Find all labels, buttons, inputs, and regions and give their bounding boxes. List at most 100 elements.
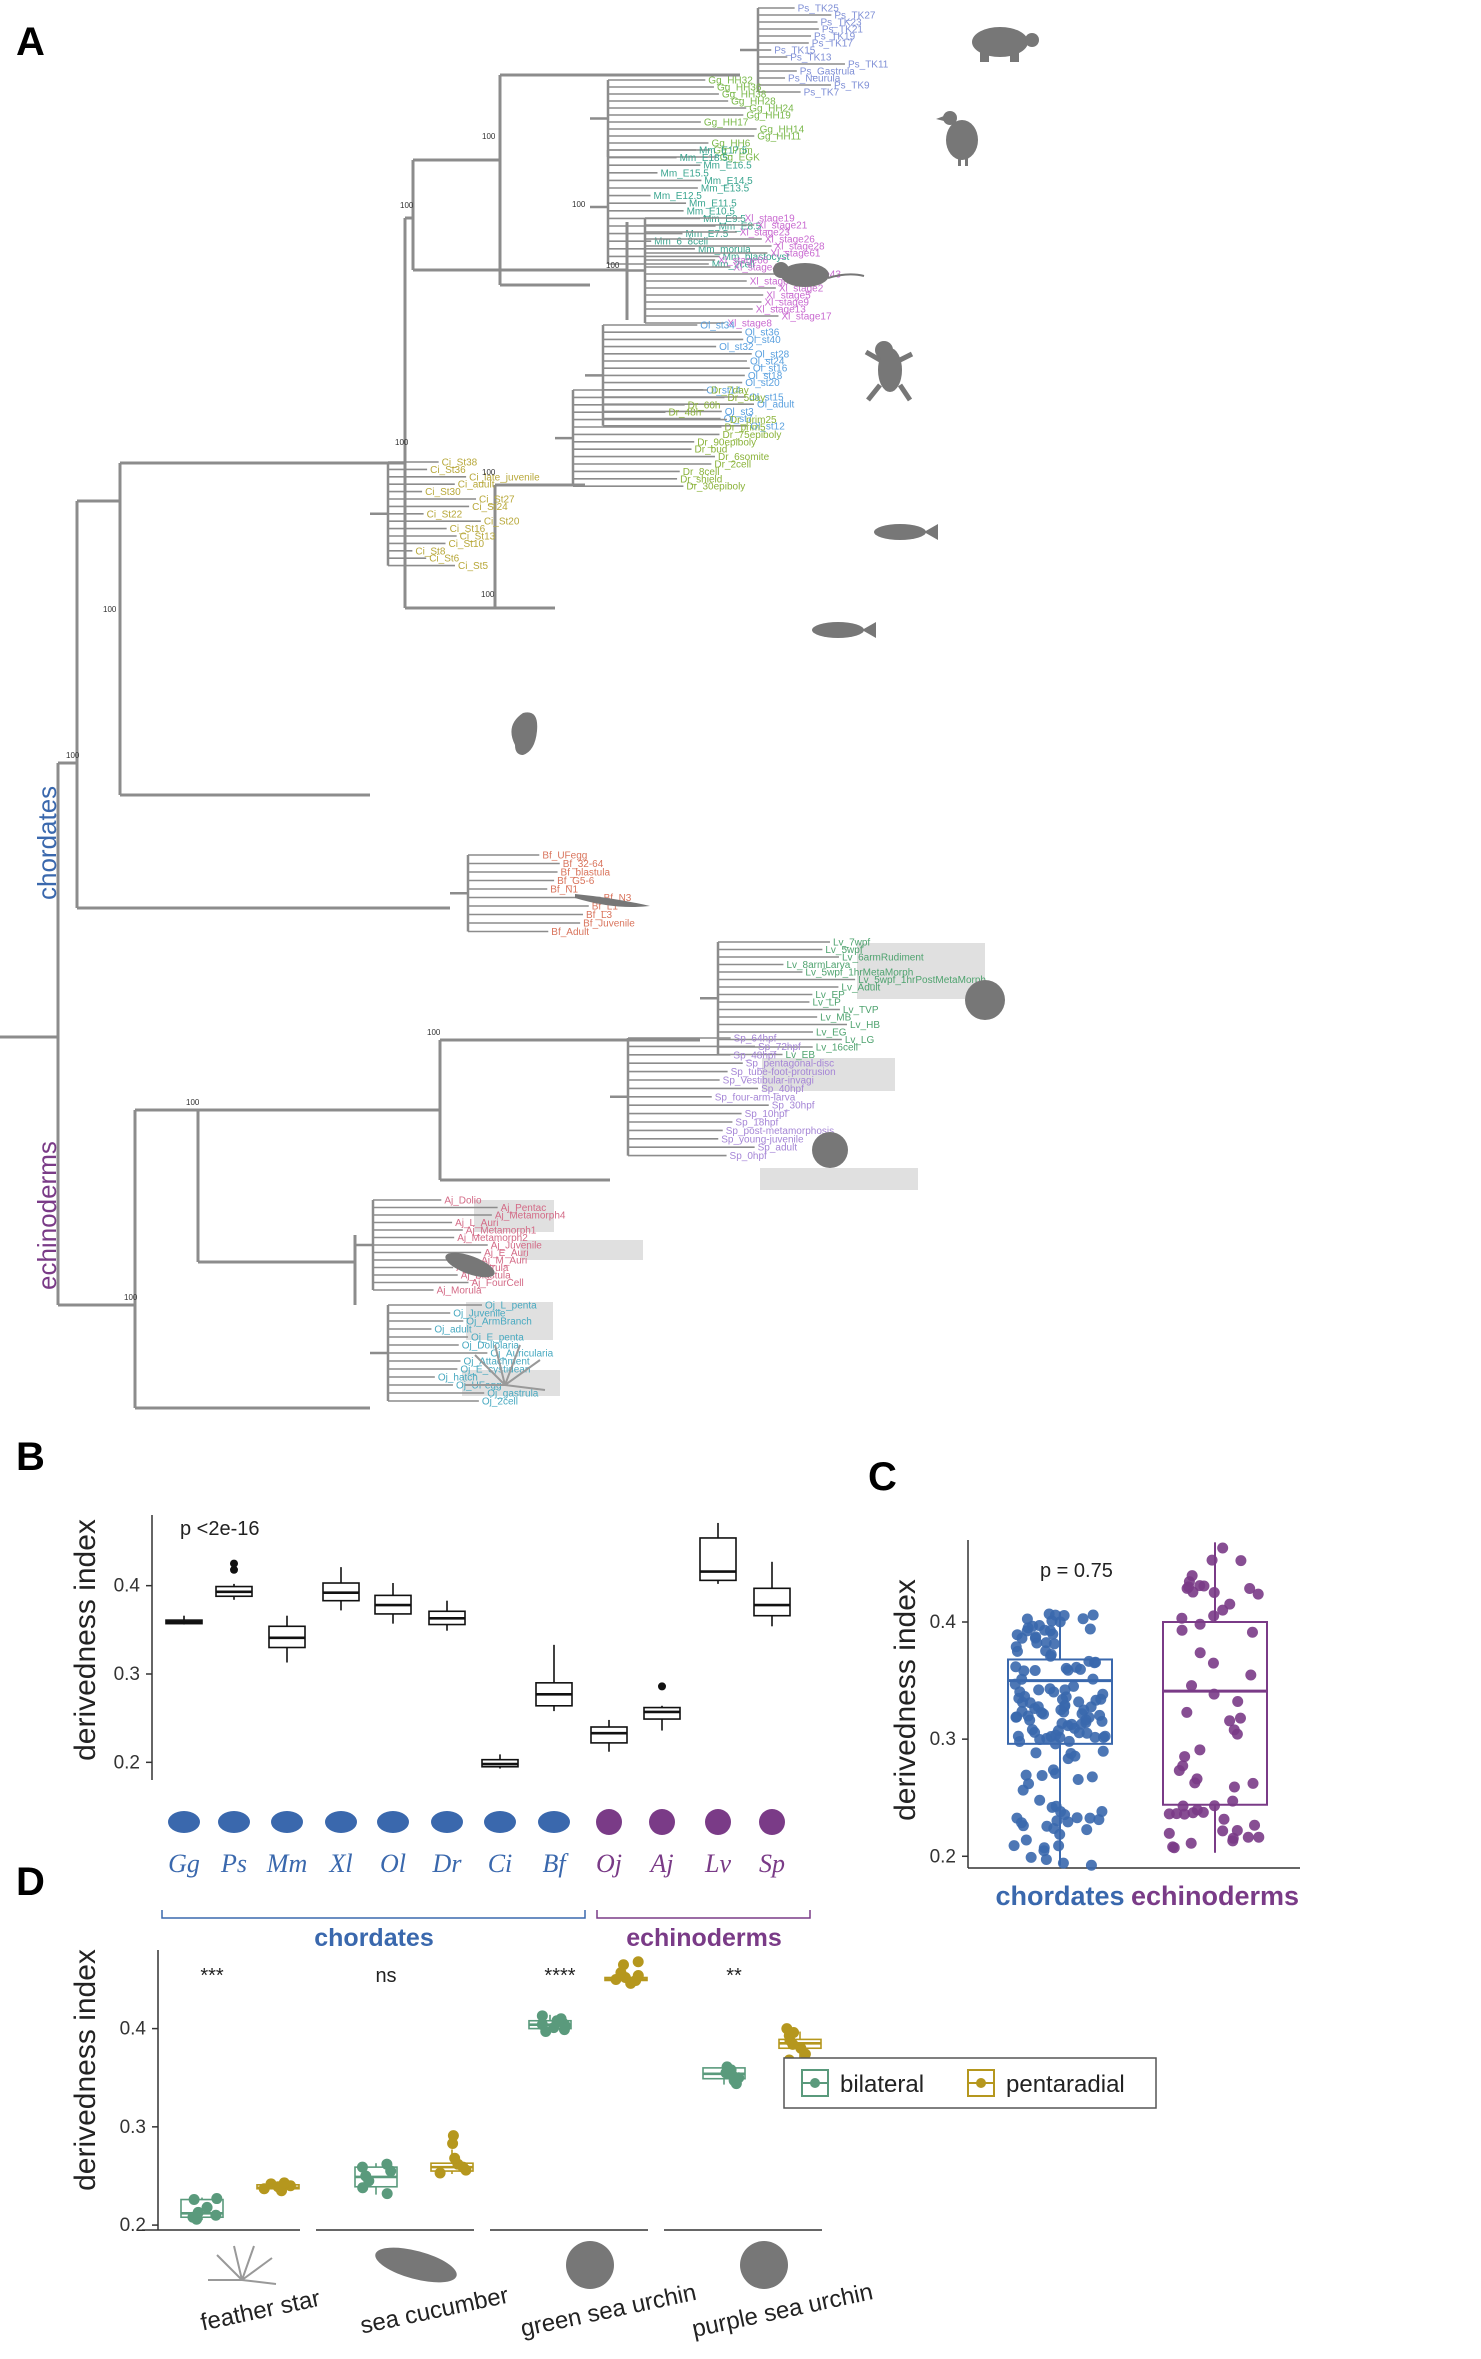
data-point [1194,1647,1206,1659]
data-point [1071,1812,1083,1824]
data-point [381,2158,393,2170]
leaf-label: Gg_HH36 [717,83,762,94]
data-point [1008,1840,1020,1852]
leaf-label: Xl_stage26 [765,235,815,246]
box-pentaradial [256,2177,300,2197]
leaf-label: Ol_st34 [700,321,735,332]
box-echinoderms [1162,1542,1268,1854]
bootstrap-label: 100 [400,201,414,210]
bootstrap-label: 100 [395,438,409,447]
leaf-label: Bf_G5-6 [557,876,595,887]
box-body [643,1706,681,1720]
leaf-label: Ol_st7 [724,414,753,425]
tree-branch-amniotes-split [405,160,415,270]
data-point [1207,1657,1219,1669]
tree-branch-olfactores [77,463,370,797]
data-point [381,2188,393,2200]
data-point [1048,1686,1060,1698]
chordates-bracket [161,1910,586,1919]
clade-xl: Xl_stage19Xl_stage21Xl_stage23Xl_stage26… [627,214,841,330]
leaf-label: Lv_5wpf_1hrPostMetaMorph [858,975,986,986]
clade-aj: Aj_DolioAj_PentacAj_Metamorph4Aj_L_AuriA… [355,1196,566,1297]
leaf-label: Dr_prim25 [730,415,777,426]
panel-c-boxes [1007,1542,1268,1871]
data-point [1189,1777,1201,1789]
leaf-label: Ci_St16 [450,524,486,535]
data-point [1235,1555,1247,1567]
leaf-label: Oj_2cell [482,1397,518,1408]
data-point [211,2193,223,2205]
data-point [1053,1840,1065,1852]
category-label: sea cucumber [358,2282,511,2340]
leaf-label: Oj_gastrula [487,1389,539,1400]
data-point [1227,1832,1239,1844]
box-lv [699,1522,737,1584]
clade-stem [355,1200,375,1290]
bootstrap-label: 100 [606,261,620,270]
panel-d-yticks: 0.20.30.4 [120,2019,158,2236]
sea-cucumber-icon [445,1252,495,1278]
ytick-label: 0.3 [120,2117,146,2138]
leaf-label: Lv_EB [786,1050,816,1061]
leaf-label: Mm_E8.5 [719,222,762,233]
ytick-label: 0.3 [930,1729,956,1750]
highlight-box [520,1240,643,1260]
amphioxus-icon [575,894,650,907]
leaf-label: Bf_Juvenile [583,919,635,930]
data-point [1234,1712,1246,1724]
leaf-label: Ol_st3 [725,407,754,418]
leaf-label: Ps_TK27 [834,11,876,22]
frog-icon [325,1811,357,1833]
leaf-label: Dr_prim5 [724,423,766,434]
box-body [753,1587,791,1617]
leaf-label: Gg_Prim [713,146,752,157]
bootstrap-label: 100 [186,1098,200,1107]
category-label: purple sea urchin [690,2278,876,2343]
data-point [1171,1808,1183,1820]
purple-sea-urchin-icon [740,2241,788,2289]
leaf-label: Mm_blastocyst [723,252,790,263]
data-point [1018,1665,1030,1677]
data-point [1186,1680,1198,1692]
leaf-label: Lv_LG [845,1035,875,1046]
data-point [1186,1570,1198,1582]
species-label: Sp [759,1849,785,1878]
species-label: Dr [432,1849,463,1878]
data-point [1062,1816,1074,1828]
leaf-label: Aj_Dolio [444,1196,482,1207]
data-point [1089,1731,1101,1743]
leaf-label: Bf_L1 [592,902,619,913]
leaf-label: Ps_TK7 [804,88,840,99]
box-body [699,1537,737,1582]
data-point [1073,1727,1085,1739]
ytick-label: 0.2 [930,1846,956,1867]
leaf-label: Oj_L_penta [485,1301,537,1312]
leaf-label: Ps_TK9 [834,81,870,92]
echinoderms-bracket [596,1910,811,1919]
leaf-label: Ol_st36 [745,328,780,339]
data-point [1017,1696,1029,1708]
bootstrap-label: 100 [66,751,80,760]
highlight-box [857,943,985,999]
bootstrap-labels: 100 100 100 100 100 100 100 100 100 100 … [66,132,620,1302]
zebrafish-icon [812,622,876,638]
bootstrap-label: 100 [572,200,586,209]
leaf-label: Xl_stage13 [756,305,806,316]
ytick-label: 0.4 [114,1576,141,1597]
panel-b-species-icons [168,1809,785,1835]
data-point [1065,1748,1077,1760]
data-point [536,2019,548,2031]
box-bf [535,1644,573,1712]
leaf-label: Gg_EGK [720,153,760,164]
leaf-label: Xl_stage19 [745,214,795,225]
data-point [1030,1747,1042,1759]
clade-lv: Lv_7wpfLv_5wpfLv_6armRudimentLv_8armLarv… [700,938,986,1061]
clade-mm: Mm_E17.5Mm_E18.5Mm_E16.5Mm_E15.5Mm_E14.5… [590,146,790,271]
species-label: Lv [704,1849,731,1878]
data-point [1072,1774,1084,1786]
ytick-label: 0.2 [120,2215,146,2236]
leaf-label: Xl_stage66 [718,256,768,267]
legend-label-pentaradial: pentaradial [1006,2071,1125,2098]
leaf-label: Bf_32-64 [563,859,604,870]
leaf-label: Dr_bud [695,445,728,456]
